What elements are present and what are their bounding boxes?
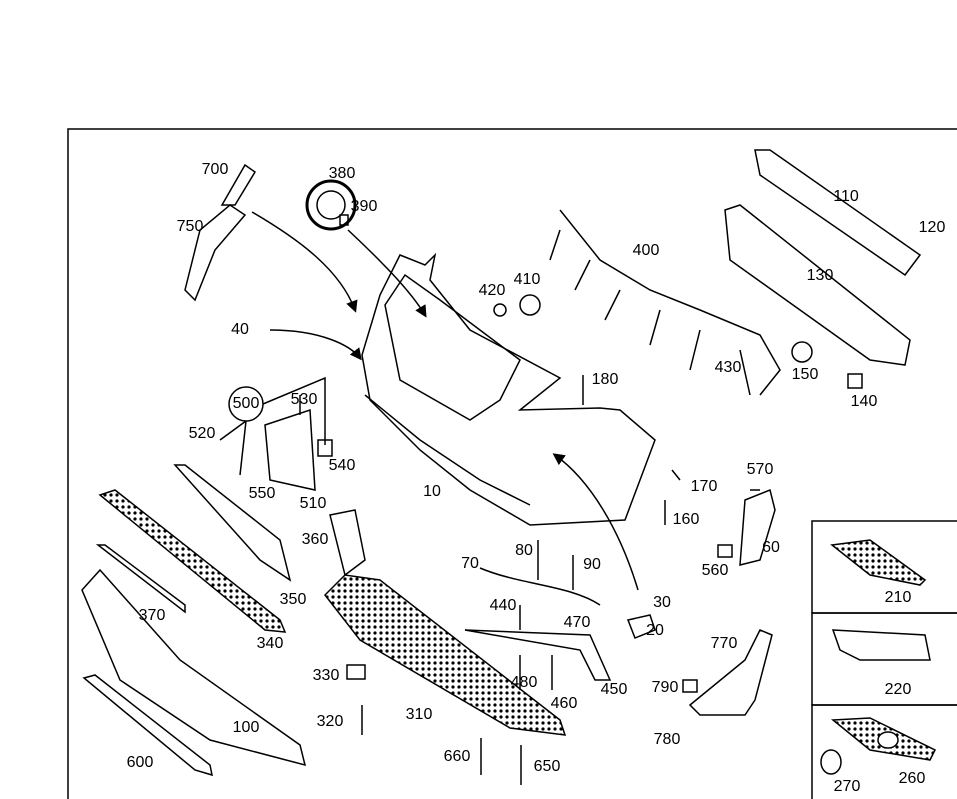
part-callout-420: 420 xyxy=(478,282,506,299)
part-callout-440: 440 xyxy=(489,597,517,614)
part-callout-520: 520 xyxy=(188,425,216,442)
part-callout-120: 120 xyxy=(918,219,946,236)
part-callout-460: 460 xyxy=(550,695,578,712)
part-callout-350: 350 xyxy=(279,591,307,608)
part-callout-660: 660 xyxy=(443,748,471,765)
bumper-cover xyxy=(361,252,656,526)
part-callout-380: 380 xyxy=(328,165,356,182)
part-callout-430: 430 xyxy=(714,359,742,376)
part-callout-90: 90 xyxy=(583,556,601,573)
part-callout-530: 530 xyxy=(290,391,318,408)
part-callout-780: 780 xyxy=(653,731,681,748)
part-callout-70: 70 xyxy=(461,555,479,572)
part-callout-270: 270 xyxy=(833,778,861,795)
part-callout-60: 60 xyxy=(762,539,780,556)
part-callout-160: 160 xyxy=(672,511,700,528)
part-callout-150: 150 xyxy=(791,366,819,383)
part-callout-560: 560 xyxy=(701,562,729,579)
part-callout-110: 110 xyxy=(833,188,859,205)
part-callout-220: 220 xyxy=(884,681,912,698)
part-callout-510: 510 xyxy=(299,495,327,512)
part-callout-260: 260 xyxy=(898,770,926,787)
diagram-frame xyxy=(67,128,957,799)
part-callout-370: 370 xyxy=(138,607,166,624)
part-callout-480: 480 xyxy=(510,674,538,691)
part-callout-20: 20 xyxy=(646,622,664,639)
part-callout-500: 500 xyxy=(232,395,260,412)
part-callout-10: 10 xyxy=(423,483,441,500)
part-callout-700: 700 xyxy=(201,161,229,178)
part-callout-320: 320 xyxy=(316,713,344,730)
part-callout-470: 470 xyxy=(563,614,591,631)
part-callout-570: 570 xyxy=(746,461,774,478)
part-callout-310: 310 xyxy=(405,706,433,723)
part-callout-180: 180 xyxy=(591,371,619,388)
part-callout-360: 360 xyxy=(301,531,329,548)
part-callout-400: 400 xyxy=(632,242,660,259)
part-callout-650: 650 xyxy=(533,758,561,775)
part-callout-30: 30 xyxy=(653,594,671,611)
part-callout-210: 210 xyxy=(884,589,912,606)
part-callout-770: 770 xyxy=(710,635,738,652)
part-callout-100: 100 xyxy=(232,719,260,736)
part-callout-130: 130 xyxy=(806,267,834,284)
part-callout-600: 600 xyxy=(126,754,154,771)
part-callout-550: 550 xyxy=(248,485,276,502)
part-callout-80: 80 xyxy=(515,542,533,559)
part-callout-790: 790 xyxy=(651,679,679,696)
grille-opening xyxy=(384,273,521,421)
part-callout-330: 330 xyxy=(312,667,340,684)
part-callout-410: 410 xyxy=(513,271,541,288)
part-callout-40: 40 xyxy=(231,321,249,338)
part-callout-340: 340 xyxy=(256,635,284,652)
part-callout-390: 390 xyxy=(350,198,378,215)
part-callout-750: 750 xyxy=(176,218,204,235)
part-callout-540: 540 xyxy=(328,457,356,474)
inset-box-260 xyxy=(811,704,957,799)
part-callout-140: 140 xyxy=(850,393,878,410)
part-callout-450: 450 xyxy=(600,681,628,698)
part-callout-170: 170 xyxy=(690,478,718,495)
